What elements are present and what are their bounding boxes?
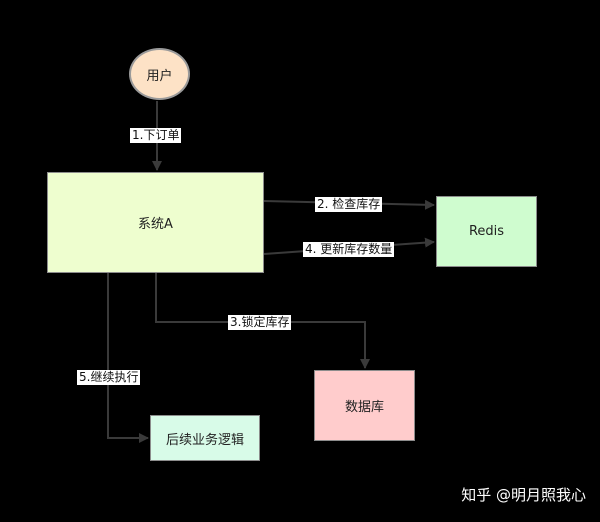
database-node: 数据库 xyxy=(314,370,415,441)
database-node-label: 数据库 xyxy=(344,400,384,415)
edge-label-check-stock: 2. 检查库存 xyxy=(315,197,383,212)
edge-label-lock-stock: 3.锁定库存 xyxy=(228,315,292,330)
system-a-node-label: 系统A xyxy=(138,217,173,232)
redis-node: Redis xyxy=(436,196,537,267)
user-node-label: 用户 xyxy=(146,68,173,84)
user-node: 用户 xyxy=(129,48,190,100)
follow-up-logic-node-label: 后续业务逻辑 xyxy=(165,432,244,448)
edge-label-continue: 5.继续执行 xyxy=(77,370,141,385)
follow-up-logic-node: 后续业务逻辑 xyxy=(150,415,260,461)
edge-label-update-stock: 4. 更新库存数量 xyxy=(303,242,395,257)
redis-node-label: Redis xyxy=(468,224,505,239)
system-a-node: 系统A xyxy=(47,172,264,273)
edge-continue xyxy=(107,273,149,443)
watermark: 知乎 @明月照我心 xyxy=(461,486,586,504)
edge-label-place-order: 1.下订单 xyxy=(130,128,182,143)
